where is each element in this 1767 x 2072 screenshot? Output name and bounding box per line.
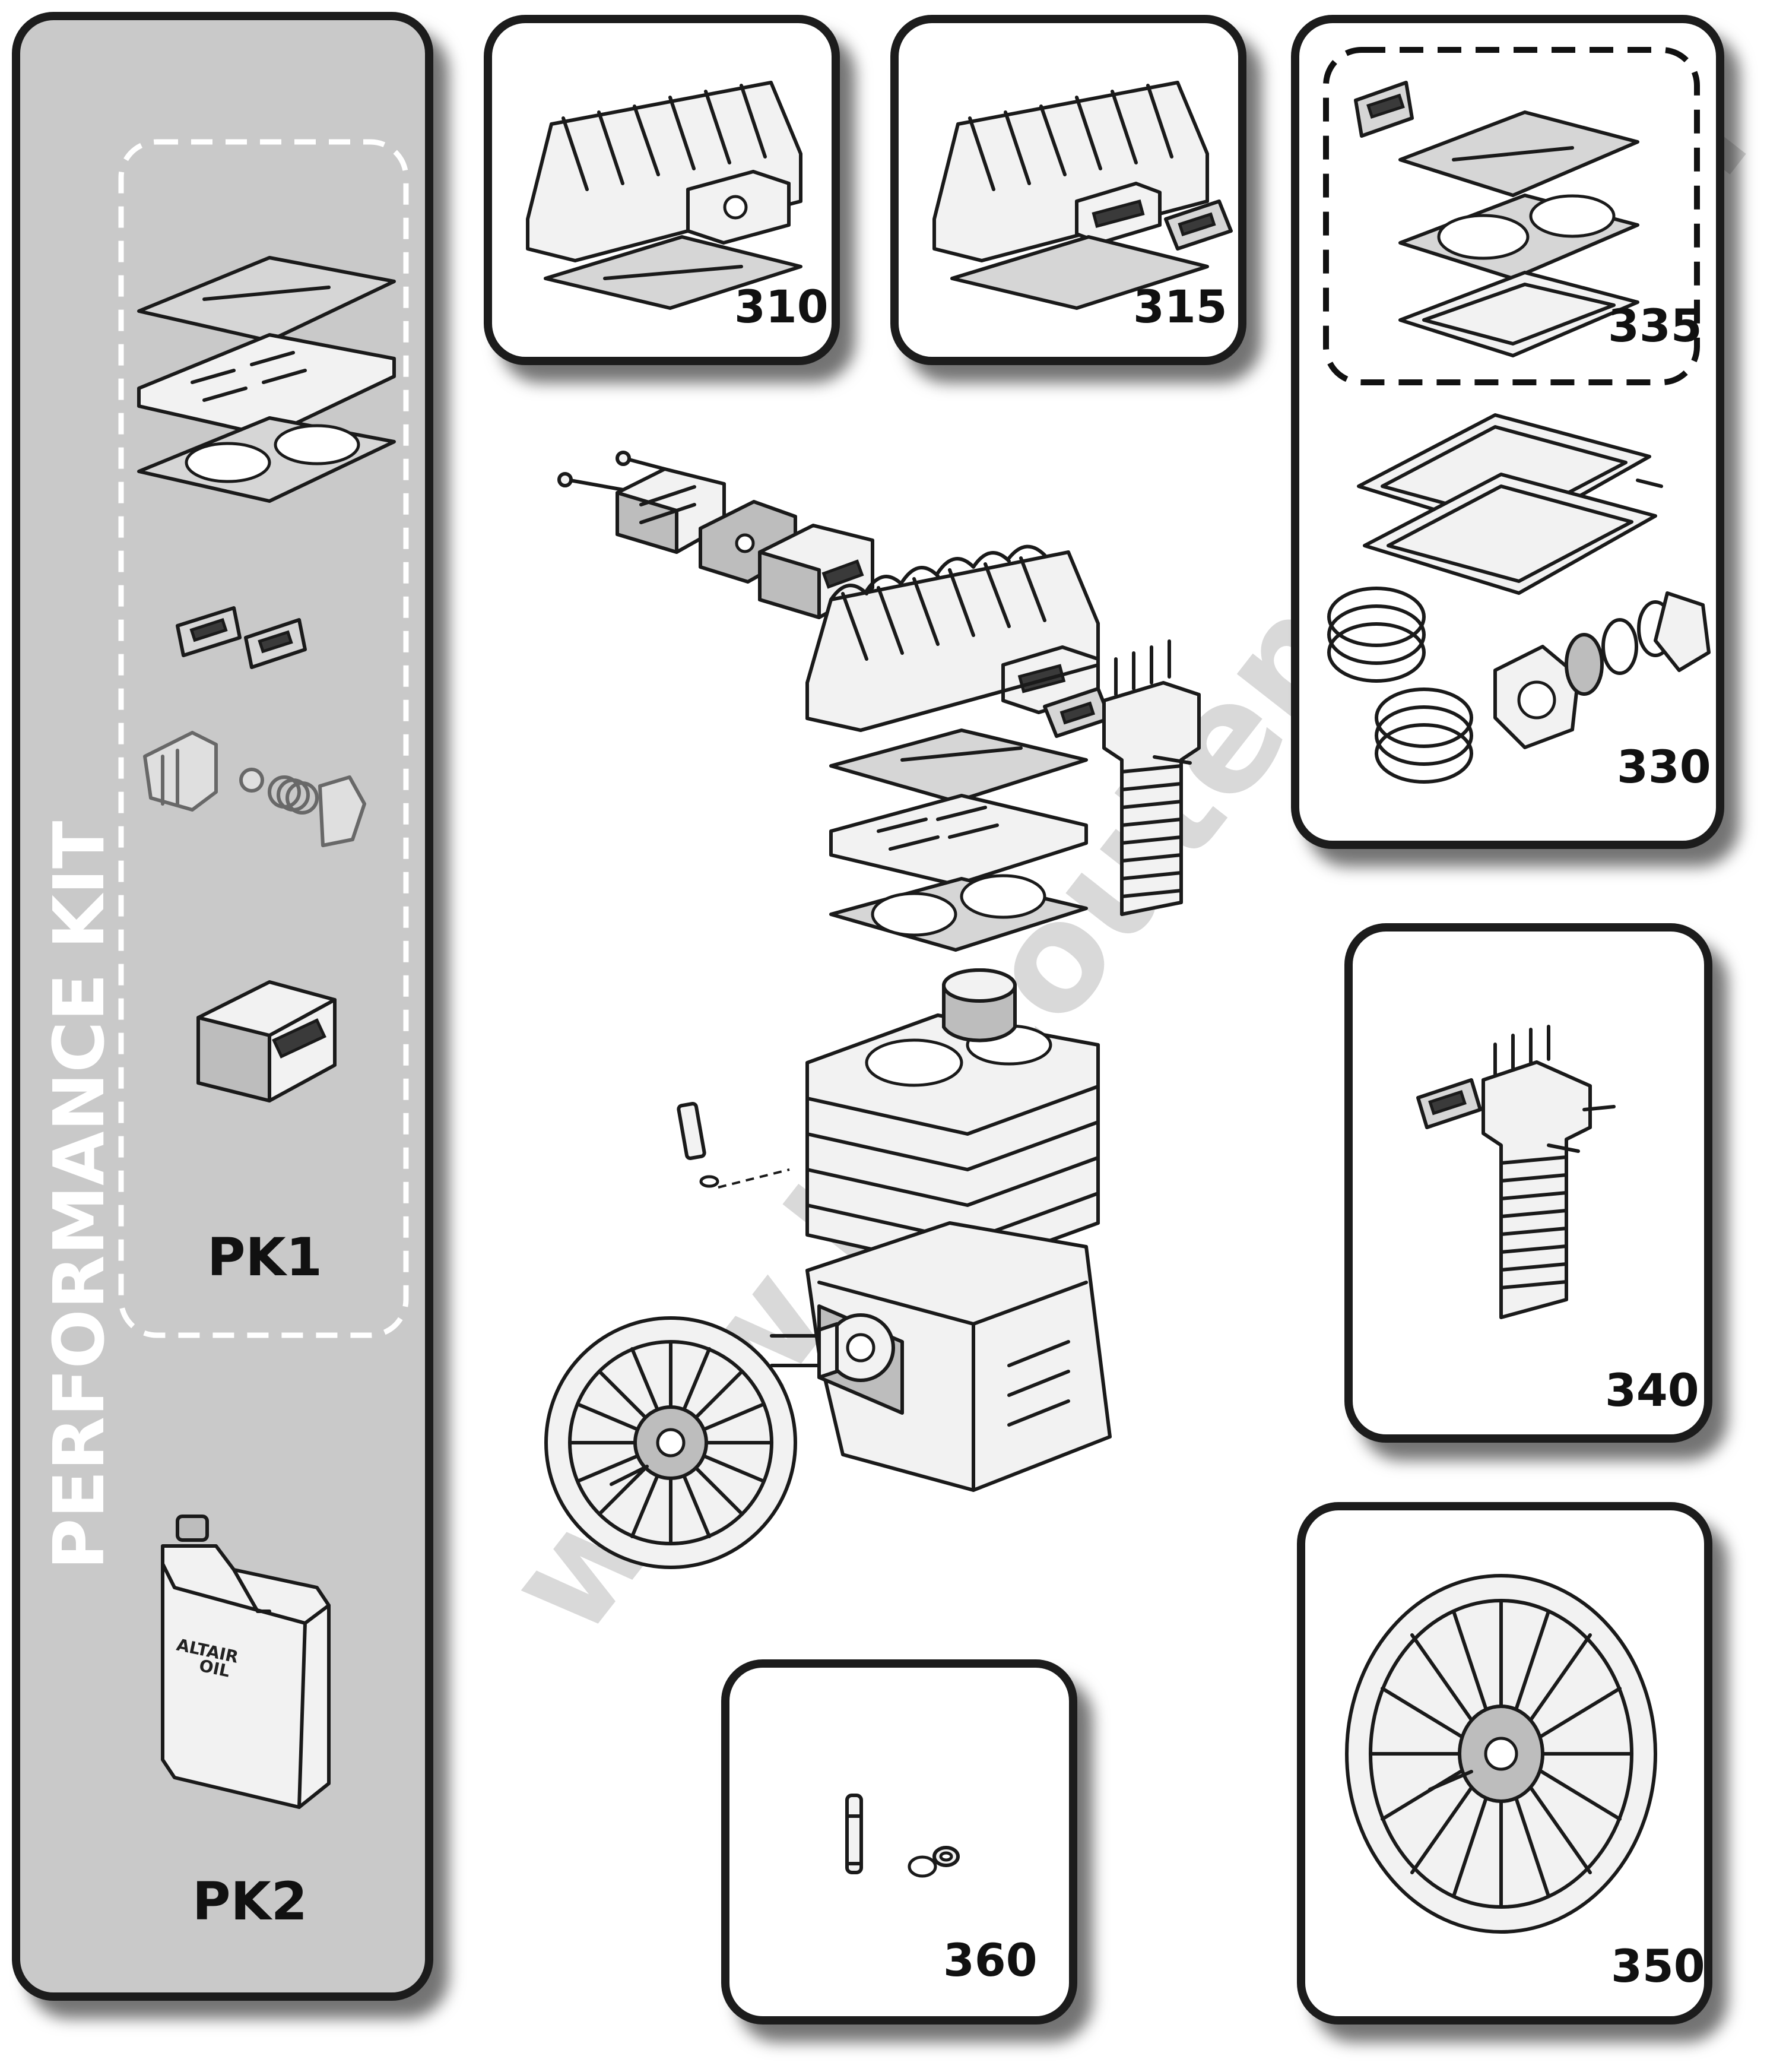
pk1-label: PK1 (207, 1227, 322, 1288)
pk1-dashed-outline (118, 139, 409, 1338)
part-360-label: 360 (943, 1934, 1038, 1987)
crankcase (770, 1221, 1112, 1492)
part-335-dashed-outline (1323, 47, 1700, 385)
valve-plate (829, 794, 1088, 886)
part-315-panel: 315 (890, 15, 1246, 365)
pk1-valve-parts (143, 731, 366, 847)
head-bolts (557, 451, 667, 492)
part-310-panel: 310 (484, 15, 840, 365)
cylinder-head-alt-artwork (932, 81, 1233, 310)
valve-plate-gasket (829, 874, 1088, 952)
part-340-panel: 340 (1344, 923, 1712, 1443)
oil-plug (677, 1102, 790, 1189)
performance-kit-artwork: PERFORMANCE KIT (38, 139, 409, 1809)
cylinder-block (805, 968, 1100, 1272)
flywheel-artwork (1345, 1574, 1657, 1934)
pk1-gasket-set (137, 256, 396, 503)
pk1-small-gaskets (176, 606, 307, 669)
pk2-label: PK2 (192, 1871, 307, 1932)
oil-plug-artwork (845, 1794, 960, 1878)
cylinder-head-artwork (526, 81, 802, 310)
performance-kit-title: PERFORMANCE KIT (38, 821, 120, 1570)
part-330-panel: 335 330 (1291, 15, 1724, 849)
part-340-label: 340 (1605, 1364, 1699, 1417)
gasket-kit-artwork (1323, 47, 1711, 784)
pk2-oil-can: ALTAIR OIL (161, 1515, 331, 1809)
part-335-label: 335 (1608, 299, 1702, 352)
filter-cover (616, 467, 726, 554)
part-315-label: 315 (1133, 280, 1227, 333)
head-gasket (829, 728, 1088, 803)
pk1-air-filter (196, 980, 337, 1102)
part-350-label: 350 (1611, 1940, 1705, 1992)
delivery-pipe-artwork (1416, 1025, 1616, 1319)
part-310-label: 310 (734, 280, 829, 333)
performance-kit-panel: PERFORMANCE KIT (12, 12, 433, 2001)
flywheel-main (544, 1316, 797, 1569)
cylinder-head (805, 544, 1100, 732)
part-350-panel: 350 (1297, 1502, 1712, 2025)
part-360-panel: 360 (721, 1659, 1077, 2025)
delivery-pipe (1102, 639, 1201, 916)
part-330-label: 330 (1617, 740, 1711, 793)
